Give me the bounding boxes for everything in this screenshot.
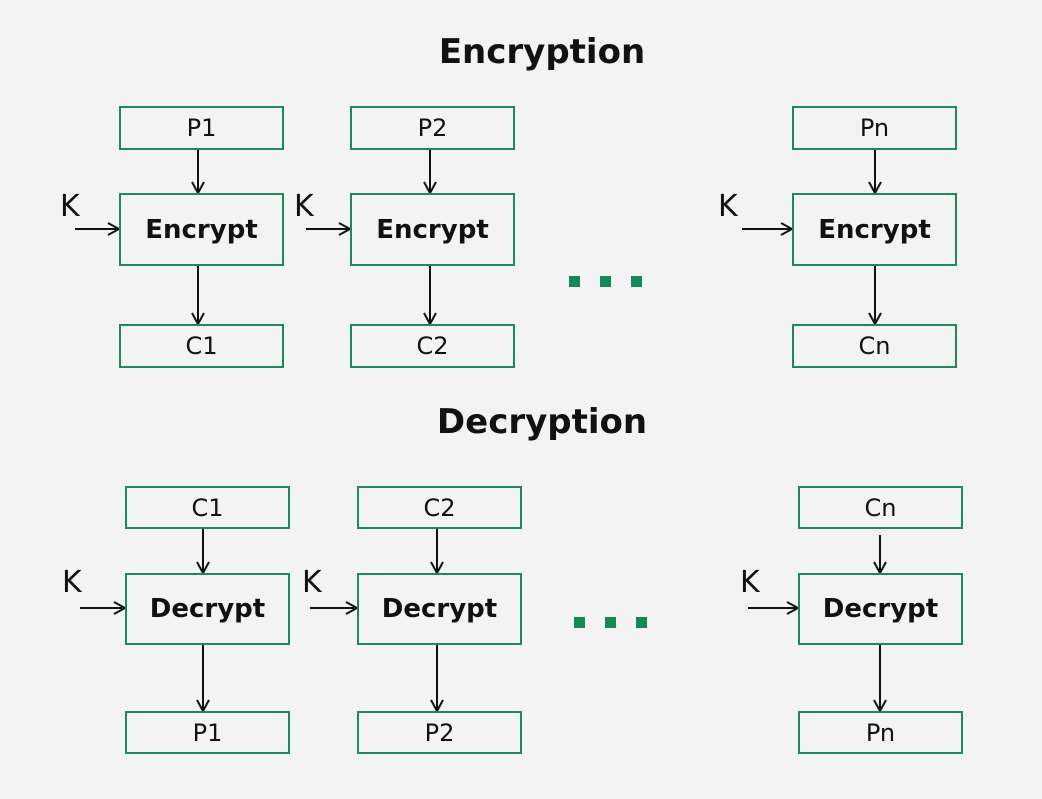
- enc-key-label-2: K: [294, 189, 314, 224]
- dec-input-box-2: C2: [357, 486, 522, 529]
- dec-key-label-2: K: [302, 565, 322, 600]
- encrypt-box-1: Encrypt: [119, 193, 284, 266]
- dec-key-label-1: K: [62, 565, 82, 600]
- decrypt-box-1: Decrypt: [125, 573, 290, 645]
- dec-ellipsis-icon: [574, 617, 647, 628]
- enc-ellipsis-icon: [569, 276, 642, 287]
- decrypt-box-2: Decrypt: [357, 573, 522, 645]
- encrypt-box-2: Encrypt: [350, 193, 515, 266]
- dec-output-box-2: P2: [357, 711, 522, 754]
- enc-key-label-n: K: [718, 189, 738, 224]
- enc-key-label-1: K: [60, 189, 80, 224]
- dec-input-box-1: C1: [125, 486, 290, 529]
- encrypt-box-n: Encrypt: [792, 193, 957, 266]
- enc-input-box-1: P1: [119, 106, 284, 150]
- enc-input-box-2: P2: [350, 106, 515, 150]
- dec-output-box-n: Pn: [798, 711, 963, 754]
- enc-output-box-2: C2: [350, 324, 515, 368]
- enc-input-box-n: Pn: [792, 106, 957, 150]
- encryption-title: Encryption: [438, 32, 646, 72]
- decryption-title: Decryption: [436, 402, 648, 442]
- enc-output-box-1: C1: [119, 324, 284, 368]
- dec-input-box-n: Cn: [798, 486, 963, 529]
- dec-output-box-1: P1: [125, 711, 290, 754]
- enc-output-box-n: Cn: [792, 324, 957, 368]
- dec-key-label-n: K: [740, 565, 760, 600]
- decrypt-box-n: Decrypt: [798, 573, 963, 645]
